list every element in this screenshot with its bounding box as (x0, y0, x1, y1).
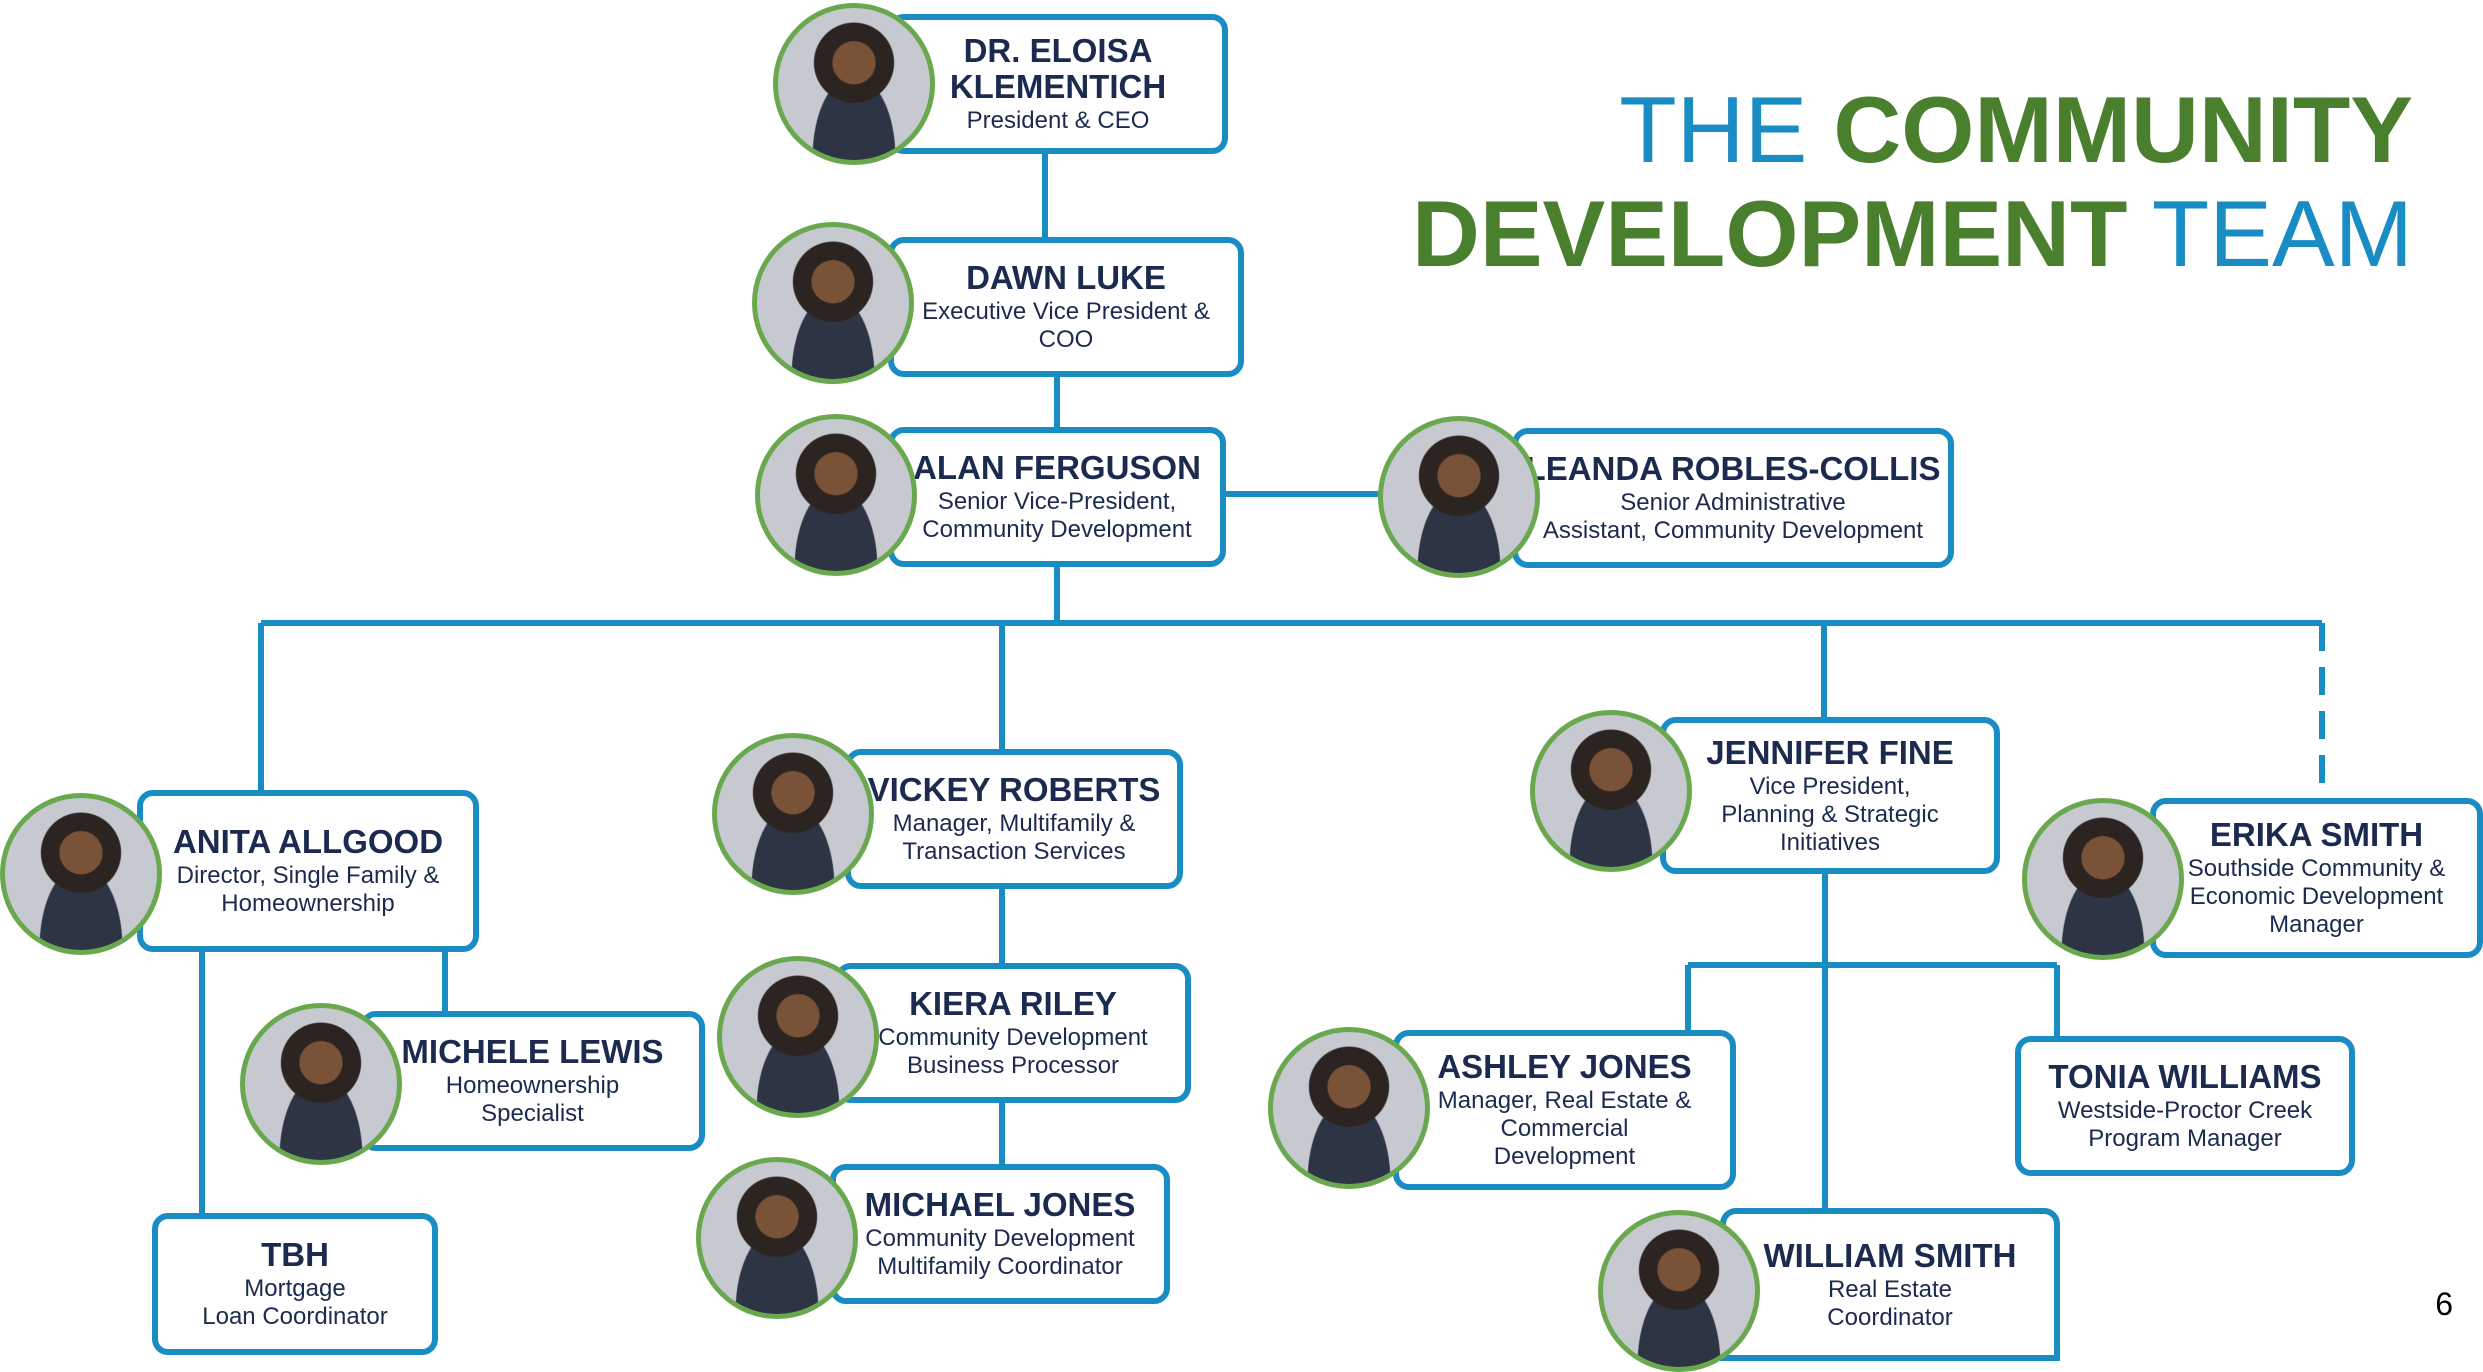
person-role: Homeownership Specialist (445, 1072, 620, 1127)
card-tbh: TBH Mortgage Loan Coordinator (152, 1213, 438, 1355)
portrait-photo-erika (2022, 798, 2184, 960)
person-name: MICHAEL JONES (864, 1186, 1136, 1223)
card-ashley-jones: ASHLEY JONES Manager, Real Estate & Comm… (1393, 1030, 1736, 1190)
person-role: President & CEO (966, 107, 1150, 134)
person-role: Community Development Multifamily Coordi… (865, 1225, 1135, 1280)
person-name: TBH (261, 1236, 329, 1273)
card-michele-lewis: MICHELE LEWIS Homeownership Specialist (360, 1011, 705, 1151)
person-name: MICHELE LEWIS (401, 1033, 664, 1070)
card-jennifer-fine: JENNIFER FINE Vice President, Planning &… (1660, 717, 2000, 874)
portrait-photo-kiera (717, 956, 879, 1118)
person-role: Mortgage Loan Coordinator (202, 1275, 388, 1330)
card-michael-jones: MICHAEL JONES Community Development Mult… (830, 1164, 1170, 1304)
person-name: VICKEY ROBERTS (867, 771, 1161, 808)
portrait-photo-william (1598, 1210, 1760, 1372)
person-name: KIERA RILEY (909, 985, 1117, 1022)
portrait-photo-alan (755, 414, 917, 576)
person-role: Manager, Multifamily & Transaction Servi… (892, 810, 1136, 865)
page-number: 6 (2435, 1286, 2453, 1322)
person-name: ALAN FERGUSON (913, 449, 1201, 486)
card-eloisa-klementich: DR. ELOISA KLEMENTICH President & CEO (888, 14, 1228, 154)
person-role: Senior Vice-President, Community Develop… (922, 488, 1192, 543)
person-role: Vice President, Planning & Strategic Ini… (1721, 772, 1939, 856)
card-erika-smith: ERIKA SMITH Southside Community & Econom… (2150, 798, 2483, 958)
person-role: Westside-Proctor Creek Program Manager (2057, 1097, 2313, 1152)
person-role: Manager, Real Estate & Commercial Develo… (1437, 1087, 1692, 1170)
person-name: WILLIAM SMITH (1763, 1236, 2017, 1274)
person-name: DR. ELOISA KLEMENTICH (949, 32, 1167, 105)
person-name: DAWN LUKE (966, 259, 1166, 296)
card-kiera-riley: KIERA RILEY Community Development Busine… (835, 963, 1191, 1103)
portrait-photo-ashley (1268, 1027, 1430, 1189)
card-anita-allgood: ANITA ALLGOOD Director, Single Family & … (137, 790, 479, 952)
person-name: ASHLEY JONES (1437, 1048, 1692, 1085)
portrait-photo-vickey (712, 733, 874, 895)
person-role: Real Estate Coordinator (1827, 1275, 1953, 1331)
person-name: LEANDA ROBLES-COLLIS (1525, 450, 1941, 487)
portrait-photo-jennifer (1530, 710, 1692, 872)
portrait-photo-leanda (1378, 416, 1540, 578)
card-vickey-roberts: VICKEY ROBERTS Manager, Multifamily & Tr… (845, 749, 1183, 889)
card-dawn-luke: DAWN LUKE Executive Vice President & COO (888, 237, 1244, 377)
person-name: ERIKA SMITH (2209, 816, 2424, 853)
portrait-photo-anita (0, 793, 162, 955)
portrait-photo-eloisa (773, 3, 935, 165)
portrait-photo-dawn (752, 222, 914, 384)
person-role: Director, Single Family & Homeownership (176, 862, 440, 917)
person-name: JENNIFER FINE (1706, 733, 1954, 771)
page-title: THE COMMUNITY DEVELOPMENT TEAM (1412, 78, 2413, 286)
person-name: ANITA ALLGOOD (172, 823, 444, 860)
card-tonia-williams: TONIA WILLIAMS Westside-Proctor Creek Pr… (2015, 1036, 2355, 1176)
portrait-photo-michele (240, 1003, 402, 1165)
person-role: Southside Community & Economic Developme… (2187, 855, 2446, 938)
person-role: Community Development Business Processor (878, 1024, 1148, 1079)
title-line-1: THE COMMUNITY (1619, 77, 2413, 182)
person-role: Executive Vice President & COO (922, 298, 1210, 353)
portrait-photo-michael (696, 1157, 858, 1319)
card-leanda-robles-collis: LEANDA ROBLES-COLLIS Senior Administrati… (1512, 428, 1954, 568)
title-line-2: DEVELOPMENT TEAM (1411, 181, 2413, 286)
person-role: Senior Administrative Assistant, Communi… (1542, 489, 1924, 544)
card-william-smith: WILLIAM SMITH Real Estate Coordinator (1720, 1208, 2060, 1361)
person-name: TONIA WILLIAMS (2048, 1058, 2322, 1095)
card-alan-ferguson: ALAN FERGUSON Senior Vice-President, Com… (888, 427, 1226, 567)
